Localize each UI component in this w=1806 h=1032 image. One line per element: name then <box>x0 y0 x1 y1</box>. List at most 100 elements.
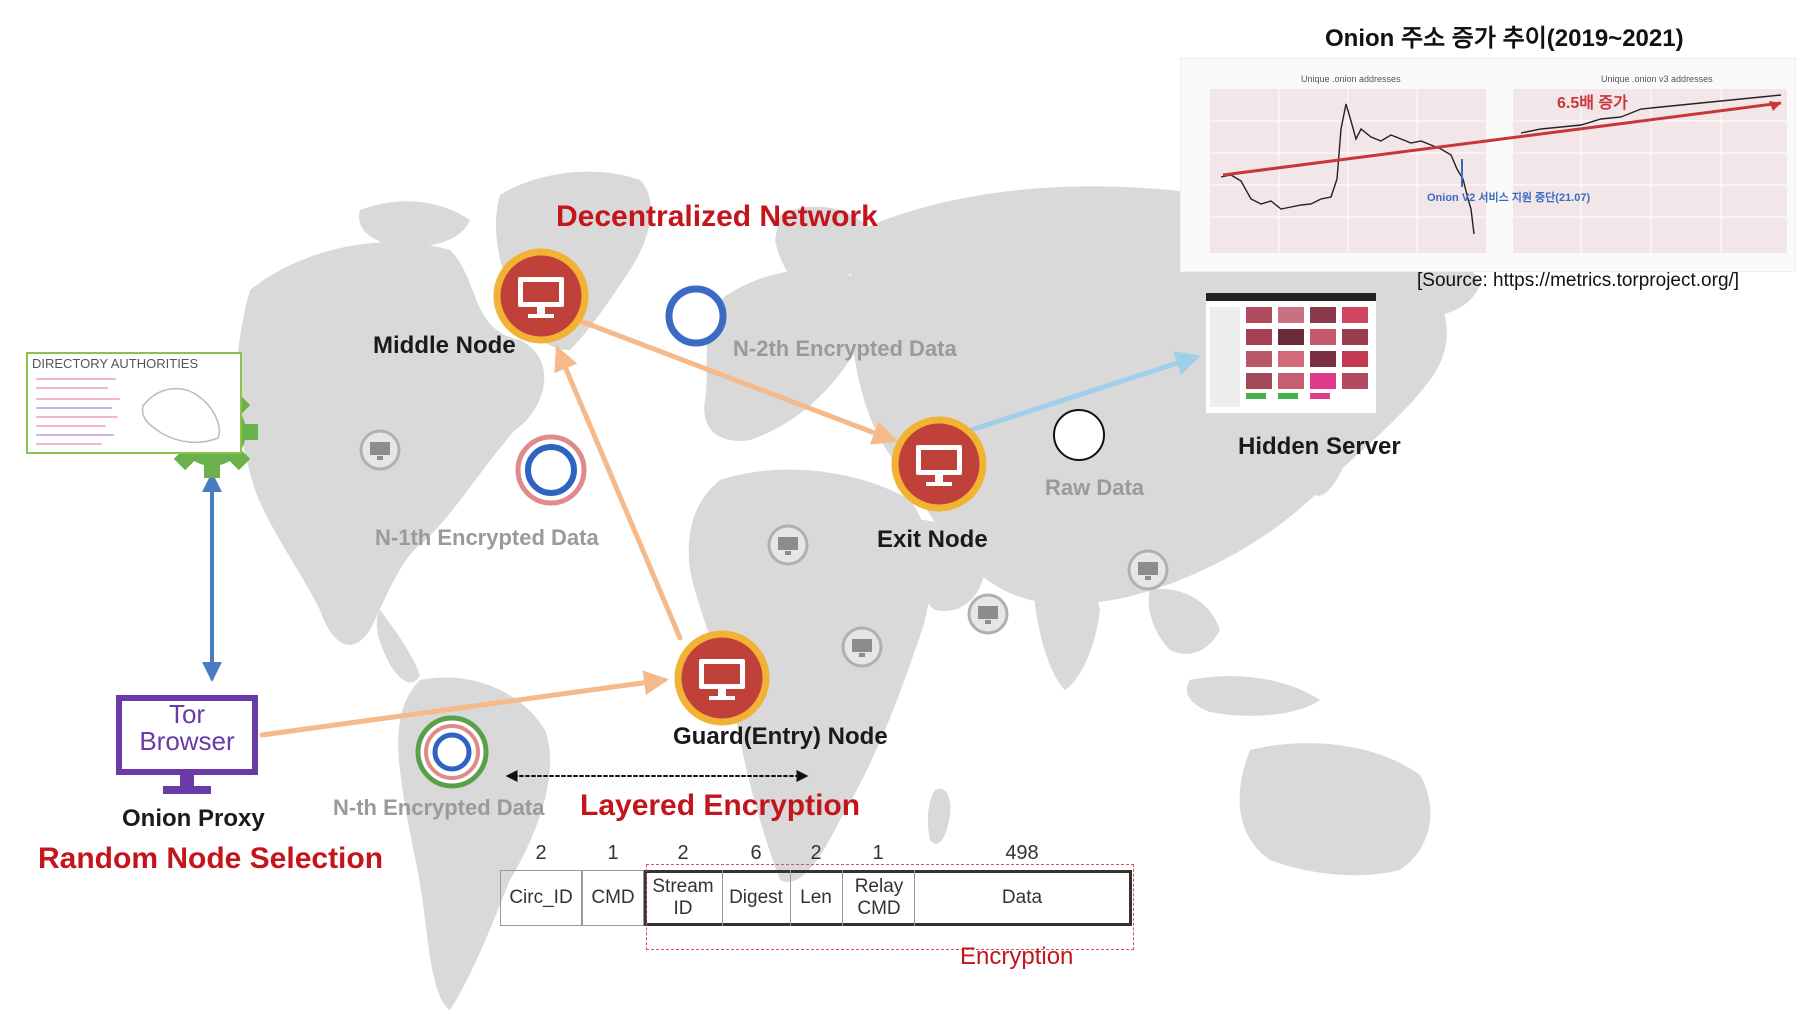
chart-panel-2 <box>1513 89 1787 253</box>
directory-entry-line <box>36 387 108 389</box>
directory-entry-line <box>36 434 114 436</box>
onion-growth-chart-svg <box>1210 89 1787 253</box>
random-node-selection-title: Random Node Selection <box>38 842 384 875</box>
directory-authorities-title: DIRECTORY AUTHORITIES <box>32 356 199 371</box>
tor-cell-diagram: 2 1 2 6 2 1 498 Circ_ID CMD Stream ID Di… <box>500 842 1140 960</box>
exit-node-icon <box>891 416 987 512</box>
directory-map-sketch <box>141 387 220 444</box>
decentralized-network-title: Decentralized Network <box>556 200 878 233</box>
cell-divider <box>722 870 723 926</box>
n1-encrypted-circle-icon <box>515 434 587 506</box>
nth-encrypted-circle-icon <box>415 715 489 789</box>
directory-entry-line <box>36 425 106 427</box>
relay-node-monitor-icon <box>841 626 883 668</box>
relay-node-monitor-icon <box>767 524 809 566</box>
japan-shape <box>1313 419 1352 496</box>
hidden-server-label: Hidden Server <box>1238 433 1401 460</box>
scandinavia-shape <box>775 206 870 295</box>
cell-field-box <box>500 870 582 926</box>
relay-node-monitor-icon <box>1127 549 1169 591</box>
cell-size: 1 <box>872 842 884 864</box>
europe-shape <box>704 269 869 441</box>
encryption-circles <box>415 285 1105 789</box>
directory-entry-line <box>36 378 116 380</box>
directory-entry-line <box>36 398 120 400</box>
hidden-server-sidebar <box>1210 307 1240 407</box>
indonesia-shape <box>1186 676 1320 716</box>
directory-authorities-panel: DIRECTORY AUTHORITIES <box>26 352 242 454</box>
australia-shape <box>1239 743 1431 876</box>
guard-node-label: Guard(Entry) Node <box>673 723 888 750</box>
india-shape <box>1034 560 1100 690</box>
arrow-proxy-to-guard <box>259 670 669 738</box>
n1-encrypted-data-label: N-1th Encrypted Data <box>375 525 599 550</box>
relay-node-monitor-icon <box>967 593 1009 635</box>
cell-size: 1 <box>607 842 619 864</box>
cell-field-label: CMD <box>591 887 635 908</box>
madagascar-shape <box>927 788 951 844</box>
hidden-server-grid <box>1246 307 1372 407</box>
chart-panel-1-title: Unique .onion addresses <box>1301 74 1401 84</box>
chart-title: Onion 주소 증가 추이(2019~2021) <box>1325 25 1684 52</box>
arrow-exit-to-hidden <box>962 351 1201 435</box>
layered-encryption-title: Layered Encryption <box>580 789 861 822</box>
directory-entry-line <box>36 416 118 418</box>
series-line-panel-2 <box>1520 94 1782 134</box>
cell-size: 2 <box>810 842 822 864</box>
cell-size: 6 <box>750 842 762 864</box>
connection-arrows <box>202 311 1201 782</box>
v2-annotation: Onion V2 서비스 지원 중단(21.07) <box>1427 192 1591 204</box>
arabia-shape <box>900 519 985 611</box>
central-america-shape <box>376 610 420 683</box>
cell-field-label: Relay CMD <box>854 876 904 919</box>
cell-size: 2 <box>677 842 689 864</box>
tor-browser-label-line2: Browser <box>139 726 235 756</box>
arrow-guard-to-middle <box>554 345 683 641</box>
growth-annotation: 6.5배 증가 <box>1557 95 1628 112</box>
cell-size: 2 <box>535 842 547 864</box>
nth-encrypted-data-label: N-th Encrypted Data <box>333 795 545 820</box>
guard-node-icon <box>674 630 770 726</box>
arctic-islands-shape <box>359 201 470 247</box>
chart-source: [Source: https://metrics.torproject.org/… <box>1417 270 1740 291</box>
hidden-server-screenshot <box>1205 292 1377 414</box>
cell-size: 498 <box>1005 842 1039 864</box>
relay-header-box <box>644 870 1132 926</box>
world-map <box>236 171 1480 1010</box>
cell-field-label: Len <box>800 887 832 908</box>
middle-node-icon <box>493 248 589 344</box>
cell-field-label: Stream ID <box>652 876 714 919</box>
cell-field-label: Circ_ID <box>509 887 573 908</box>
cell-divider <box>842 870 843 926</box>
cell-divider <box>914 870 915 926</box>
directory-entry-line <box>36 443 102 445</box>
relay-nodes <box>359 429 1169 668</box>
relay-node-monitor-icon <box>359 429 401 471</box>
middle-node-label: Middle Node <box>373 332 516 359</box>
chart-panel-2-title: Unique .onion v3 addresses <box>1601 74 1713 84</box>
exit-node-label: Exit Node <box>877 526 988 553</box>
cell-field-label: Data <box>1001 887 1043 908</box>
cell-divider <box>790 870 791 926</box>
cell-field-box <box>582 870 644 926</box>
encryption-label: Encryption <box>960 943 1074 970</box>
cell-field-label: Digest <box>729 887 783 908</box>
n2-encrypted-circle-icon <box>665 285 727 347</box>
raw-data-label: Raw Data <box>1045 475 1145 500</box>
trend-arrow <box>1222 101 1782 177</box>
directory-entry-line <box>36 407 112 409</box>
trend-arrow-head <box>1769 101 1781 111</box>
arrow-middle-to-exit <box>559 311 898 445</box>
tor-browser-label-line1: Tor <box>168 699 206 729</box>
asia-shape <box>850 186 1447 604</box>
series-line-panel-1 <box>1220 103 1475 235</box>
onion-proxy-label: Onion Proxy <box>122 805 265 832</box>
main-nodes <box>493 248 987 726</box>
hidden-server-header-bar <box>1206 293 1376 301</box>
tor-browser-monitor-icon <box>116 695 258 794</box>
n2-encrypted-data-label: N-2th Encrypted Data <box>733 336 957 361</box>
southeast-asia-shape <box>1148 589 1220 654</box>
raw-data-circle-icon <box>1053 409 1105 461</box>
encryption-region-box <box>646 864 1134 950</box>
